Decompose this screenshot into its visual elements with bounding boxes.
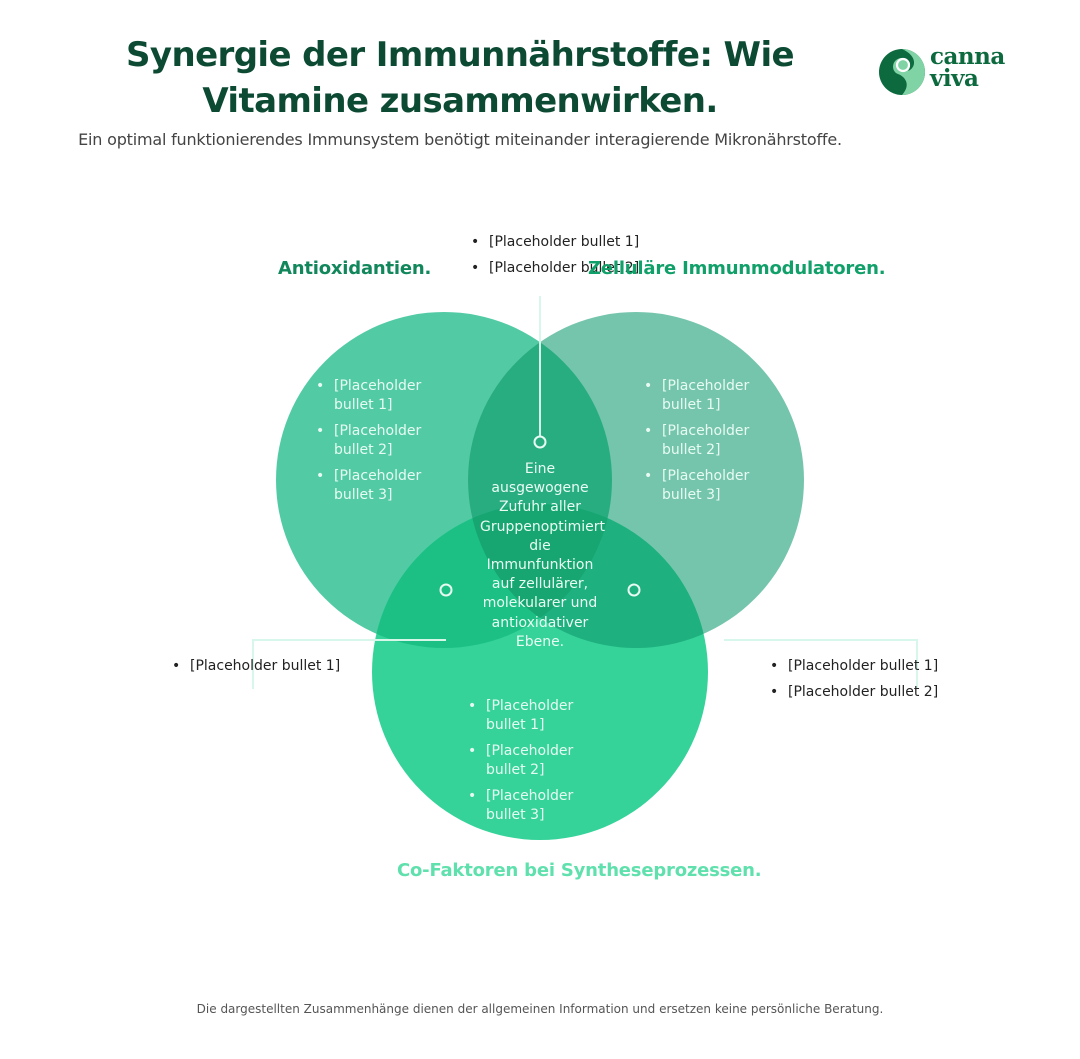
list-item: [Placeholder bullet 3] — [314, 467, 434, 505]
list-item: [Placeholder bullet 2] — [768, 683, 938, 702]
callout-left-list: [Placeholder bullet 1] — [170, 657, 340, 683]
label-antioxidantien: Antioxidantien. — [278, 258, 432, 279]
connector-marker-right — [627, 583, 641, 597]
logo-wordmark: canna viva — [930, 43, 1005, 92]
callout-right-list: [Placeholder bullet 1] [Placeholder bull… — [768, 657, 938, 709]
list-item: [Placeholder bullet 2] — [466, 742, 586, 780]
logo-mark-icon — [879, 49, 925, 95]
list-item: [Placeholder bullet 3] — [466, 787, 586, 825]
zellulaere-bullets: [Placeholder bullet 1] [Placeholder bull… — [642, 377, 762, 512]
list-item: [Placeholder bullet 1] — [768, 657, 938, 676]
page-title: Synergie der Immunnährstoffe: Wie Vitami… — [126, 35, 795, 121]
canna-viva-logo: canna viva — [878, 43, 1023, 98]
list-item: [Placeholder bullet 2] — [642, 422, 762, 460]
list-item: [Placeholder bullet 1] — [642, 377, 762, 415]
list-item: [Placeholder bullet 2] — [314, 422, 434, 460]
overlap-anti-co — [372, 504, 612, 648]
page-subtitle: Ein optimal funktionierendes Immunsystem… — [78, 130, 842, 149]
center-synergy-text: Eine ausgewogene Zufuhr aller Gruppenopt… — [480, 461, 605, 650]
cofaktoren-bullets: [Placeholder bullet 1] [Placeholder bull… — [466, 697, 586, 832]
list-item: [Placeholder bullet 3] — [642, 467, 762, 505]
logo-line-2: viva — [930, 65, 979, 92]
overlap-zell-co — [468, 504, 708, 648]
label-cofaktoren: Co-Faktoren bei Syntheseprozessen. — [397, 860, 762, 881]
list-item: [Placeholder bullet 1] — [466, 697, 586, 735]
list-item: [Placeholder bullet 1] — [469, 233, 639, 252]
callout-top-list: [Placeholder bullet 1] [Placeholder bull… — [469, 233, 639, 285]
list-item: [Placeholder bullet 1] — [170, 657, 340, 676]
label-zellulaere: Zelluläre Immunmodulatoren. — [588, 258, 886, 279]
footer-disclaimer: Die dargestellten Zusammenhänge dienen d… — [196, 1002, 884, 1016]
connector-marker-left — [439, 583, 453, 597]
logo-line-1: canna — [930, 43, 1005, 70]
antioxidantien-bullets: [Placeholder bullet 1] [Placeholder bull… — [314, 377, 434, 512]
connector-marker-top — [533, 435, 547, 449]
list-item: [Placeholder bullet 1] — [314, 377, 434, 415]
list-item: [Placeholder bullet 2] — [469, 259, 639, 278]
